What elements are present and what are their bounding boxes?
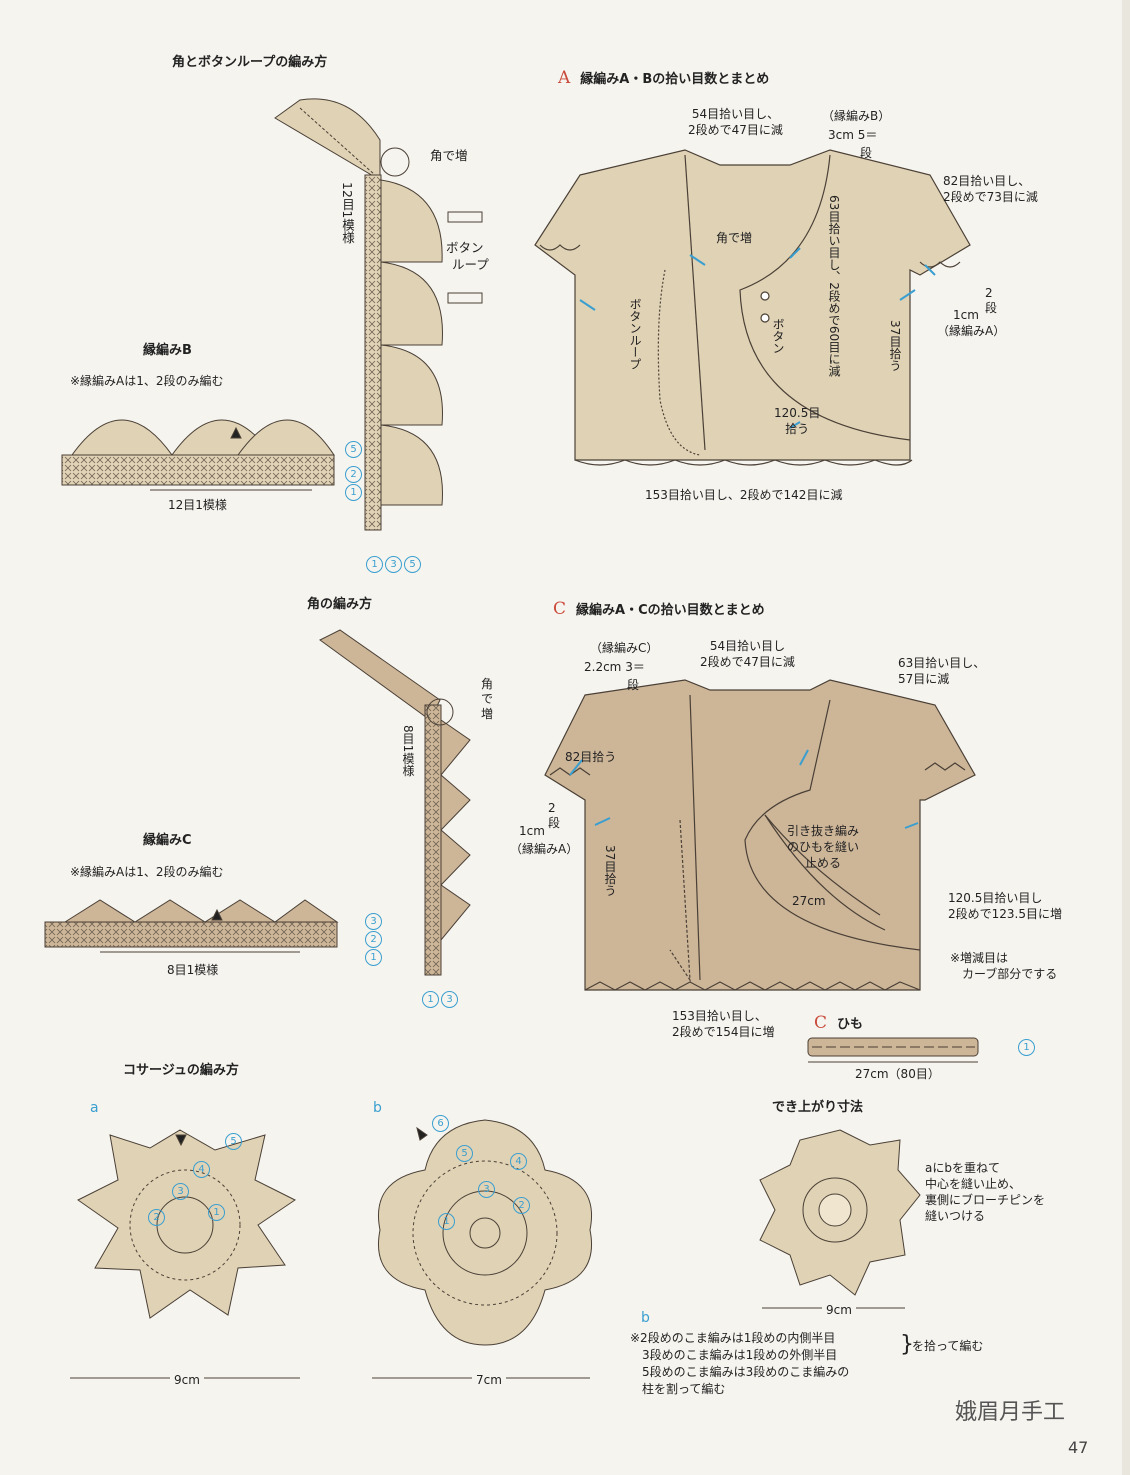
corsage-b-marker-6: 6 bbox=[432, 1114, 451, 1132]
title-corner-button-loop: 角とボタンループの編み方 bbox=[172, 55, 328, 70]
letter-corsage-a: a bbox=[90, 1100, 99, 1116]
row-marker-b-2: 2 bbox=[345, 465, 364, 483]
label-a-edgingb-dan: 段 bbox=[860, 146, 873, 160]
label-a-button-loop: ボタンループ bbox=[628, 298, 642, 370]
letter-c: C bbox=[553, 599, 567, 619]
note-c-curve: ※増減目は カーブ部分でする bbox=[950, 951, 1058, 981]
label-himo-length: 27cm（80目） bbox=[855, 1067, 940, 1081]
label-repeat-12-vertical: 12目1模様 bbox=[340, 182, 355, 244]
b-notes-side: を拾って編む bbox=[912, 1339, 984, 1353]
label-c-edgingc-cm: 2.2cm 3＝ bbox=[584, 660, 645, 674]
label-repeat-12: 12目1模様 bbox=[168, 498, 227, 512]
title-finished-size: でき上がり寸法 bbox=[772, 1100, 864, 1115]
cardigan-a-schematic bbox=[534, 149, 971, 466]
label-a-hem: 153目拾い目し、2段めで142目に減 bbox=[645, 488, 843, 502]
label-corner-c-2: で bbox=[481, 692, 494, 706]
corsage-a-marker-1: 1 bbox=[208, 1203, 227, 1221]
label-c-tie: 引き抜き編み のひもを縫い 止める bbox=[787, 824, 860, 870]
label-a-corner-increase: 角で増 bbox=[716, 231, 753, 245]
label-c-sleeve: 82目拾う bbox=[565, 750, 617, 764]
corsage-a-marker-3: 3 bbox=[172, 1182, 191, 1200]
row-marker-b-1: 1 bbox=[345, 483, 364, 501]
letter-a: A bbox=[558, 68, 571, 88]
label-a-edgingb: （縁編みB） bbox=[822, 109, 891, 123]
label-c-front: 63目拾い目し、 57目に減 bbox=[898, 656, 986, 686]
page-number: 47 bbox=[1068, 1438, 1089, 1457]
label-c-collar: 54目拾い目し 2段めで47目に減 bbox=[700, 639, 795, 669]
letter-corsage-b: b bbox=[373, 1100, 382, 1116]
label-a-armhole-note: （縁編みA） bbox=[937, 324, 1006, 338]
cardigan-c-schematic bbox=[544, 679, 976, 991]
label-corner-c-3: 増 bbox=[481, 707, 494, 721]
label-repeat-8: 8目1模様 bbox=[167, 963, 219, 977]
corner-button-loop-chart bbox=[274, 98, 483, 531]
note-edging-c: ※縁編みAは1、2段のみ編む bbox=[70, 865, 224, 879]
corsage-b-marker-1: 1 bbox=[438, 1212, 457, 1230]
title-edging-c: 縁編みC bbox=[143, 833, 192, 848]
title-edging-b: 縁編みB bbox=[143, 343, 192, 358]
himo-chart bbox=[807, 1037, 979, 1063]
corsage-a-marker-5: 5 bbox=[225, 1132, 244, 1150]
label-a-120: 120.5目 拾う bbox=[774, 406, 821, 436]
letter-b-note: b bbox=[641, 1310, 650, 1326]
corsage-b-marker-4: 4 bbox=[510, 1152, 529, 1170]
label-c-armhole-cm: 1cm bbox=[519, 824, 545, 838]
corsage-b-marker-2: 2 bbox=[513, 1196, 532, 1214]
label-a-armhole-dan: 段 bbox=[985, 301, 998, 315]
title-corsage: コサージュの編み方 bbox=[123, 1063, 239, 1078]
label-c-120: 120.5目拾い目し 2段めで123.5目に増 bbox=[948, 891, 1062, 921]
corsage-b-chart bbox=[372, 1119, 592, 1379]
label-a-armhole-rows: 2 bbox=[985, 286, 993, 300]
label-c-hem: 153目拾い目し、 2段めで154目に増 bbox=[672, 1009, 775, 1039]
label-a-sleeve: 82目拾い目し、 2段めで73目に減 bbox=[943, 174, 1038, 204]
row-marker-c-1: 1 bbox=[365, 948, 384, 966]
label-a-edgingb-cm: 3cm 5＝ bbox=[828, 128, 878, 142]
label-repeat-8-vertical: 8目1模様 bbox=[401, 725, 415, 777]
corsage-a-marker-4: 4 bbox=[193, 1160, 212, 1178]
corsage-a-marker-2: 2 bbox=[148, 1208, 167, 1226]
label-corner-increase-a: 角で増 bbox=[430, 148, 468, 163]
note-finished: aにbを重ねて 中心を縫い止め、 裏側にブローチピンを 縫いつける bbox=[925, 1161, 1046, 1223]
label-a-armhole-cm: 1cm bbox=[953, 308, 979, 322]
row-marker-himo: 1 bbox=[1018, 1038, 1037, 1056]
pickup-arrows bbox=[569, 247, 936, 829]
label-c-27: 27cm bbox=[792, 894, 826, 908]
label-c-edgingc-dan: 段 bbox=[627, 678, 640, 692]
corsage-b-marker-5: 5 bbox=[456, 1144, 475, 1162]
corsage-b-marker-3: 3 bbox=[478, 1180, 497, 1198]
row-marker-c-3: 3 bbox=[365, 912, 384, 930]
label-button-loop-1: ボタン bbox=[446, 240, 484, 255]
label-a-button: ボタン bbox=[771, 318, 785, 354]
label-a-37: 37目拾う bbox=[888, 320, 902, 372]
b-notes: ※2段めのこま編みは1段めの内側半目 3段めのこま編みは1段めの外側半目 5段め… bbox=[630, 1331, 850, 1396]
corner-c-chart bbox=[319, 629, 471, 976]
label-a-front: 63目拾い目し、2段めで60目に減 bbox=[827, 195, 841, 378]
label-c-armhole-dan: 段 bbox=[548, 816, 561, 830]
edging-c-chart bbox=[44, 899, 339, 953]
note-edging-b: ※縁編みAは1、2段のみ編む bbox=[70, 374, 224, 388]
label-c-armhole-rows: 2 bbox=[548, 801, 556, 815]
label-corsage-a-size: 9cm bbox=[170, 1372, 204, 1388]
row-marker-c-2: 2 bbox=[365, 930, 384, 948]
label-corner-c-1: 角 bbox=[481, 677, 494, 691]
label-a-collar: 54目拾い目し、 2段めで47目に減 bbox=[688, 107, 783, 137]
title-corner: 角の編み方 bbox=[307, 597, 373, 612]
label-c-armhole-note: （縁編みA） bbox=[510, 842, 579, 856]
row-marker-b-5: 5 bbox=[345, 440, 364, 458]
b-notes-brace: } bbox=[900, 1332, 914, 1357]
label-c-edgingc: （縁編みC） bbox=[590, 641, 659, 655]
edging-b-chart bbox=[61, 419, 335, 491]
finished-flower-drawing bbox=[759, 1129, 921, 1309]
label-c-37: 37目拾う bbox=[603, 845, 617, 897]
watermark: 娥眉月手工 bbox=[955, 1400, 1066, 1425]
label-corsage-b-size: 7cm bbox=[472, 1372, 506, 1388]
label-button-loop-2: ループ bbox=[452, 257, 489, 272]
label-finished-size: 9cm bbox=[822, 1302, 856, 1318]
